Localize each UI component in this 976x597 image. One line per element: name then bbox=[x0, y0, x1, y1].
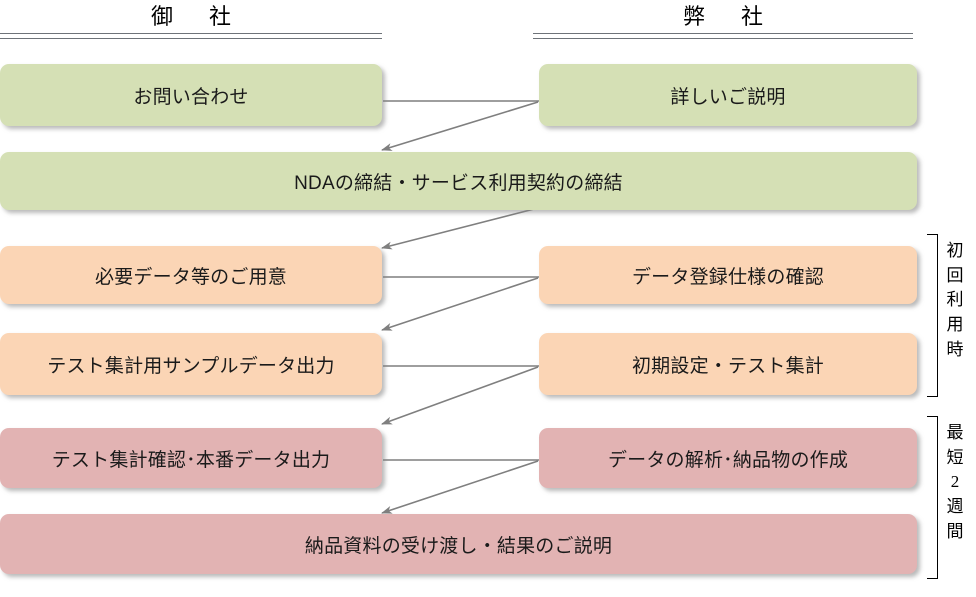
step-label: 納品資料の受け渡し・結果のご説明 bbox=[304, 535, 613, 557]
column-rule-client bbox=[0, 33, 382, 39]
phase-bracket-min-2weeks bbox=[927, 416, 938, 579]
step-label: NDAの締結・サービス利用契約の締結 bbox=[294, 172, 623, 194]
connector-check-spec-to-sample-output bbox=[381, 277, 539, 331]
step-label: 必要データ等のご用意 bbox=[94, 266, 287, 288]
connector-initial-setup-to-test-confirm bbox=[381, 366, 539, 425]
phase-label-first-use: 初回利用時 bbox=[946, 241, 964, 359]
step-box-delivery[interactable]: 納品資料の受け渡し・結果のご説明 bbox=[0, 514, 917, 574]
step-label: テスト集計用サンプルデータ出力 bbox=[47, 355, 335, 377]
column-header-client: 御 社 bbox=[150, 4, 238, 29]
step-box-test-confirm[interactable]: テスト集計確認･本番データ出力 bbox=[0, 428, 382, 488]
phase-bracket-first-use bbox=[927, 234, 938, 397]
step-label: データ登録仕様の確認 bbox=[631, 266, 824, 288]
step-box-explanation[interactable]: 詳しいご説明 bbox=[539, 64, 917, 126]
connector-explanation-to-nda bbox=[381, 101, 539, 151]
connector-nda-to-prepare-data bbox=[381, 207, 539, 250]
phase-label-min-2weeks: 最短2週間 bbox=[946, 423, 964, 541]
step-label: 初期設定・テスト集計 bbox=[631, 355, 824, 377]
step-box-initial-setup[interactable]: 初期設定・テスト集計 bbox=[539, 333, 917, 395]
step-box-sample-output[interactable]: テスト集計用サンプルデータ出力 bbox=[0, 333, 382, 395]
step-box-check-spec[interactable]: データ登録仕様の確認 bbox=[539, 246, 917, 304]
step-label: お問い合わせ bbox=[133, 86, 249, 108]
step-box-inquiry[interactable]: お問い合わせ bbox=[0, 64, 382, 126]
step-box-nda[interactable]: NDAの締結・サービス利用契約の締結 bbox=[0, 152, 917, 210]
step-label: テスト集計確認･本番データ出力 bbox=[51, 449, 331, 471]
step-box-prepare-data[interactable]: 必要データ等のご用意 bbox=[0, 246, 382, 304]
step-label: データの解析･納品物の作成 bbox=[607, 449, 849, 471]
step-label: 詳しいご説明 bbox=[670, 86, 786, 108]
column-rule-provider bbox=[533, 33, 913, 39]
column-header-provider: 弊 社 bbox=[682, 4, 770, 29]
connector-analysis-to-delivery bbox=[381, 460, 539, 514]
step-box-analysis[interactable]: データの解析･納品物の作成 bbox=[539, 428, 917, 488]
